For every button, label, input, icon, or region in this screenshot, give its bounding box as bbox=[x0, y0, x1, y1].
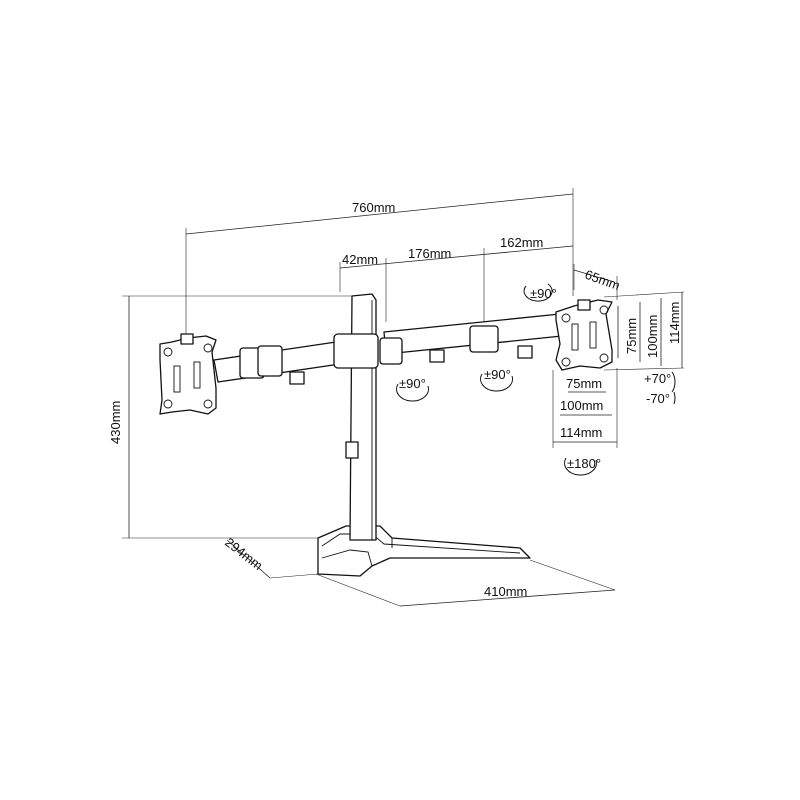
label-vesa-100w: 100mm bbox=[560, 398, 603, 413]
dim-line-arm bbox=[339, 245, 574, 269]
left-arm-clamp bbox=[289, 371, 305, 385]
rotation-labels: ±90° ±90° ±90° +70° -70° ±180° bbox=[399, 286, 671, 471]
right-plate-slot-a bbox=[571, 323, 579, 351]
label-65: 65mm bbox=[583, 267, 622, 293]
label-tilt-top: ±90° bbox=[530, 286, 557, 301]
right-plate-hole-tr bbox=[599, 305, 609, 315]
ext-line-410a bbox=[315, 573, 401, 607]
right-plate-hole-br bbox=[599, 353, 609, 363]
label-430: 430mm bbox=[108, 401, 123, 444]
tilt-minus-arc bbox=[673, 391, 676, 405]
ext-vesa-bottom bbox=[603, 367, 685, 371]
joint-1-arc bbox=[396, 383, 429, 402]
dim-line-65 bbox=[573, 269, 615, 283]
dim-line-294 bbox=[226, 539, 271, 579]
right-plate-hole-bl bbox=[561, 357, 571, 367]
label-vesa-75h: 75mm bbox=[624, 318, 639, 354]
stand-pole bbox=[345, 293, 377, 541]
left-plate-hole-tr bbox=[203, 343, 213, 353]
label-410: 410mm bbox=[484, 584, 527, 599]
label-joint-1: ±90° bbox=[399, 376, 426, 391]
label-rotate-plate: ±180° bbox=[567, 456, 601, 471]
label-vesa-114h: 114mm bbox=[667, 302, 682, 344]
left-plate-outline bbox=[159, 335, 217, 415]
right-arm-clamp-b bbox=[517, 345, 533, 359]
middle-joint bbox=[469, 325, 499, 353]
left-plate-hole-bl bbox=[163, 399, 173, 409]
label-tilt-plus: +70° bbox=[644, 371, 671, 386]
right-plate-knob bbox=[577, 299, 591, 311]
tilt-top-arc bbox=[523, 283, 553, 302]
label-vesa-75w: 75mm bbox=[566, 376, 602, 391]
right-arm-clamp-a bbox=[429, 349, 445, 363]
left-vesa-plate bbox=[159, 333, 217, 415]
left-plate-slot-b bbox=[193, 361, 201, 389]
dim-line-410 bbox=[399, 589, 616, 607]
left-plate-hole-tl bbox=[163, 347, 173, 357]
left-plate-knob bbox=[180, 333, 194, 345]
right-arm-joint bbox=[379, 337, 403, 365]
label-42: 42mm bbox=[342, 252, 378, 267]
ext-vesa-top bbox=[603, 291, 685, 298]
left-arm-joint-b bbox=[257, 345, 283, 377]
label-294: 294mm bbox=[222, 535, 265, 574]
ext-line-410b bbox=[529, 559, 616, 591]
left-plate-hole-br bbox=[203, 399, 213, 409]
tilt-plus-arc bbox=[671, 371, 676, 393]
label-vesa-114w: 114mm bbox=[560, 425, 602, 440]
rotate-plate-arc bbox=[564, 457, 597, 476]
cable-clip bbox=[345, 441, 359, 459]
label-176: 176mm bbox=[408, 246, 451, 261]
label-vesa-100h: 100mm bbox=[645, 315, 660, 358]
left-plate-slot-a bbox=[173, 365, 181, 393]
pole-hub bbox=[333, 333, 379, 369]
dimension-lines bbox=[122, 188, 685, 607]
label-joint-2: ±90° bbox=[484, 367, 511, 382]
right-plate-slot-b bbox=[589, 321, 597, 349]
right-vesa-plate bbox=[555, 299, 613, 371]
label-162: 162mm bbox=[500, 235, 543, 250]
dim-line-760 bbox=[185, 193, 574, 235]
ext-line-294 bbox=[269, 573, 319, 579]
label-tilt-minus: -70° bbox=[646, 391, 670, 406]
arm-assembly bbox=[213, 313, 563, 385]
rotation-indicators bbox=[396, 283, 676, 476]
label-760: 760mm bbox=[352, 200, 395, 215]
right-plate-hole-tl bbox=[561, 313, 571, 323]
joint-2-arc bbox=[480, 373, 513, 392]
base-foot bbox=[321, 549, 373, 567]
